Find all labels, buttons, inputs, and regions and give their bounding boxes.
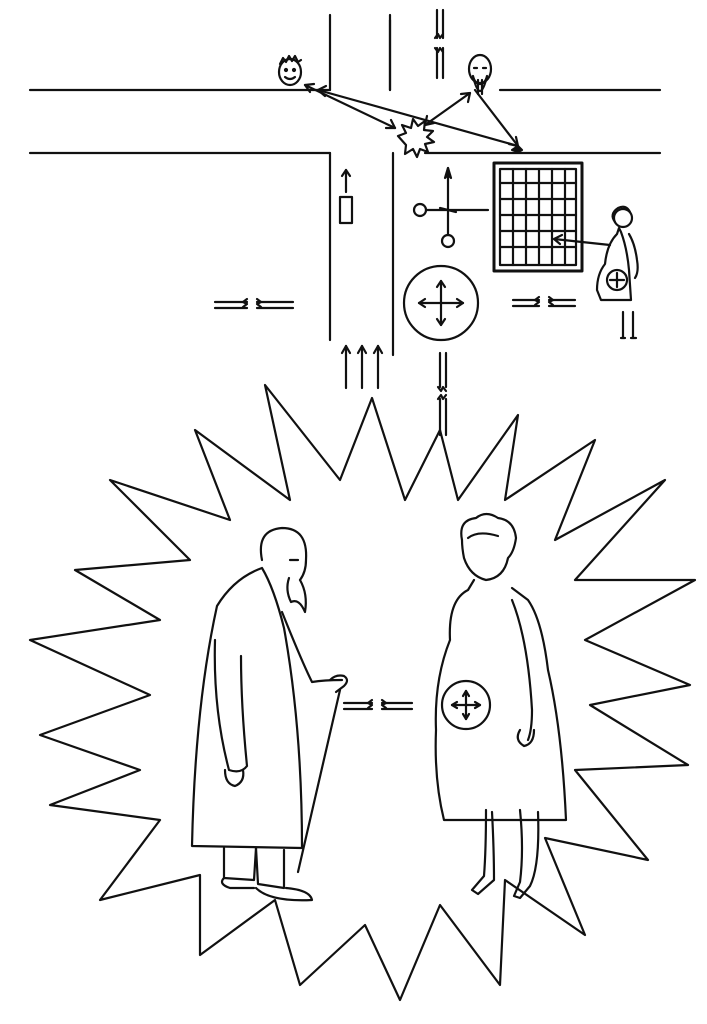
clock-icon: [414, 168, 488, 247]
broken-connection-icon: [438, 353, 446, 435]
starburst-frame: [30, 385, 695, 1000]
up-arrows-icon: [342, 346, 382, 388]
calendar-grid-icon: [494, 163, 610, 271]
broken-connection-icon: [215, 299, 293, 308]
boy-face-icon: [279, 56, 301, 85]
broken-connection-icon: [513, 297, 575, 306]
compass-cross-icon: [404, 266, 478, 340]
old-man-face-icon: [469, 55, 491, 94]
broken-connection-icon: [435, 10, 443, 78]
pregnant-woman-figure: [597, 207, 638, 338]
broken-connection-icon: [344, 700, 412, 709]
old-man-with-cane: [192, 528, 347, 900]
street-map: [30, 15, 660, 355]
pregnant-woman: [436, 514, 566, 898]
collision-burst-icon: [398, 119, 434, 157]
relation-arrows: [305, 84, 522, 152]
arrow-in-box-icon: [340, 170, 352, 223]
